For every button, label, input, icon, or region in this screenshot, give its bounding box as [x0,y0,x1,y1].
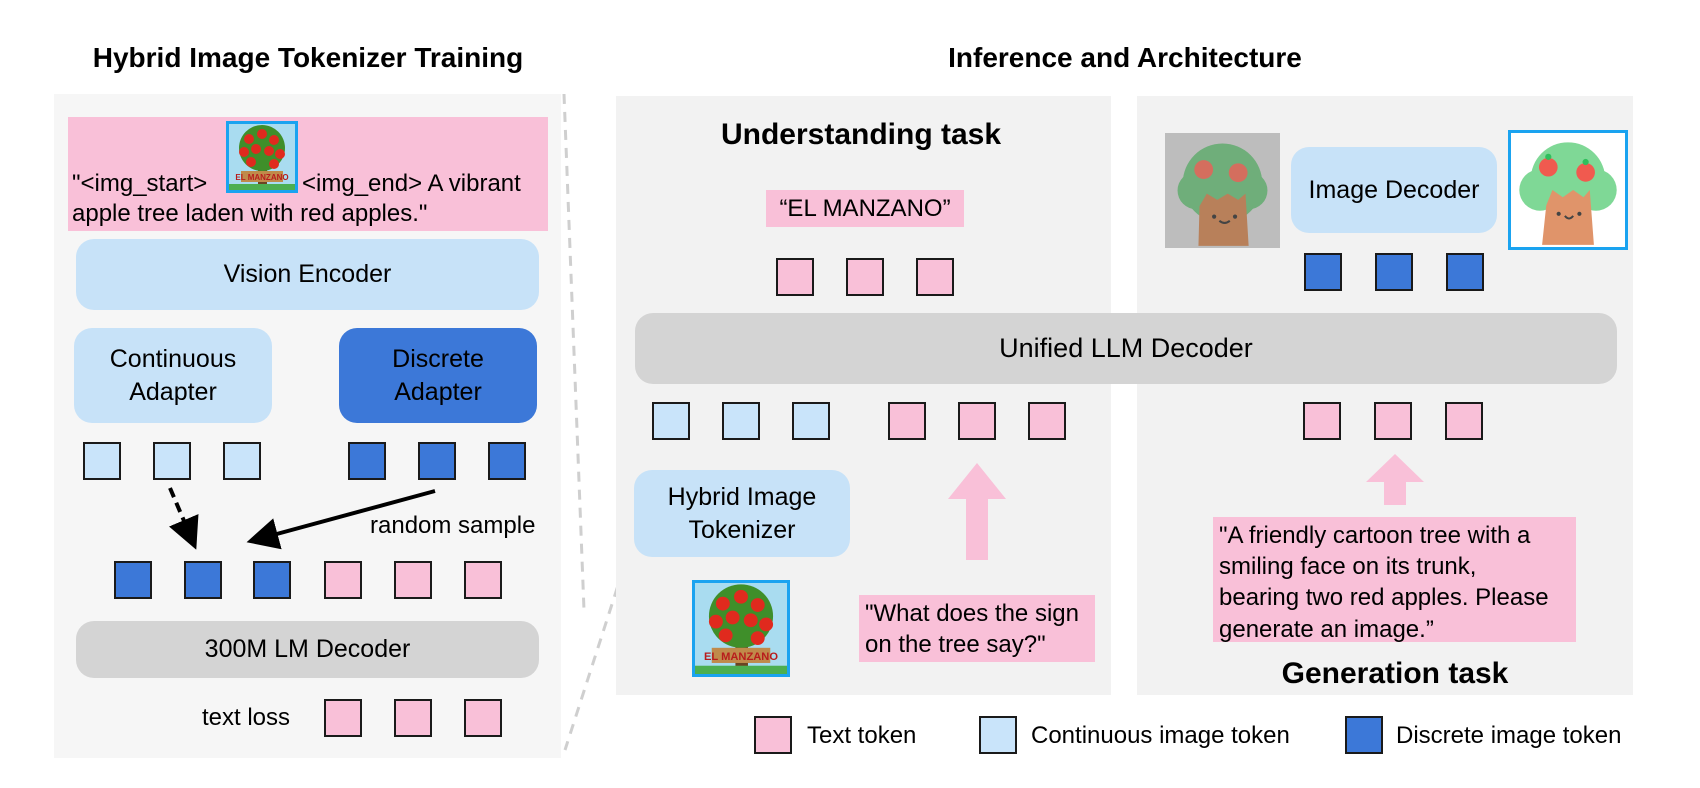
vision-encoder-label: Vision Encoder [223,260,392,289]
text-token [1445,402,1483,440]
dashed-arrow [168,487,199,550]
svg-text:EL MANZANO: EL MANZANO [704,651,778,663]
generation-title: Generation task [1281,657,1509,690]
discrete-adapter-label-2: Adapter [394,377,482,406]
discrete-token [418,442,456,480]
text-token [1374,402,1412,440]
legend-text-token-swatch [754,716,792,754]
text-token [916,258,954,296]
discrete-token [114,561,152,599]
legend-continuous-token-swatch [979,716,1017,754]
text-token [394,561,432,599]
image-decoder: Image Decoder [1291,147,1497,233]
text-token [846,258,884,296]
text-token [394,699,432,737]
text-token [324,699,362,737]
answer-box: “EL MANZANO” [766,190,964,227]
discrete-token [1375,253,1413,291]
question-box: "What does the sign on the tree say?" [859,595,1095,662]
legend-text-token-label: Text token [807,722,917,749]
unified-llm-decoder-label: Unified LLM Decoder [999,332,1253,363]
tokenizer-label-2: Tokenizer [688,515,796,544]
continuous-token [792,402,830,440]
discrete-token [1304,253,1342,291]
understanding-title: Understanding task [720,118,1002,151]
text-token [464,561,502,599]
continuous-token [153,442,191,480]
continuous-token [83,442,121,480]
discrete-token [488,442,526,480]
training-arrows [168,487,436,550]
caption-suffix: <img_end> A vibrant [302,170,521,197]
random-sample-label: random sample [370,512,536,539]
apple-tree-image: EL MANZANO [692,580,790,677]
text-token [776,258,814,296]
noisy-tree-image [1165,133,1280,248]
discrete-token [253,561,291,599]
text-token [324,561,362,599]
legend-discrete-token-label: Discrete image token [1396,722,1622,749]
text-token [888,402,926,440]
continuous-adapter-label-2: Adapter [129,377,217,406]
inference-title: Inference and Architecture [948,42,1302,73]
image-decoder-label: Image Decoder [1308,175,1480,204]
continuous-adapter-label-1: Continuous [109,345,237,373]
text-loss-label: text loss [202,704,291,731]
caption-line2: apple tree laden with red apples." [72,200,428,227]
tokenizer-label-1: Hybrid Image [667,483,817,511]
generation-prompt-box: "A friendly cartoon tree with a smiling … [1213,517,1576,643]
text-token [464,699,502,737]
caption-prefix: "<img_start> [72,170,208,197]
hybrid-image-tokenizer: Hybrid Image Tokenizer [634,470,850,557]
continuous-token [722,402,760,440]
zoom-connector-lines [562,93,625,751]
prompt-line-1: "A friendly cartoon tree with a [1219,522,1531,549]
legend-discrete-token-swatch [1345,716,1383,754]
discrete-token [1446,253,1484,291]
continuous-token [223,442,261,480]
question-line-2: on the tree say?" [865,631,1046,659]
question-line-1: "What does the sign [865,600,1079,627]
random-sample-arrow [246,489,436,550]
training-title: Hybrid Image Tokenizer Training [92,42,524,73]
prompt-line-2: smiling face on its trunk, [1219,553,1477,581]
vision-encoder: Vision Encoder [76,239,539,310]
discrete-token [184,561,222,599]
prompt-line-4: generate an image.” [1219,615,1434,643]
discrete-token [348,442,386,480]
continuous-token [652,402,690,440]
answer-text: “EL MANZANO” [779,194,951,222]
text-token [958,402,996,440]
lm-decoder-label: 300M LM Decoder [204,635,411,664]
cartoon-tree-image [1508,130,1628,250]
up-arrow-icon [1366,454,1424,505]
lm-decoder: 300M LM Decoder [76,621,539,678]
apple-tree-image: EL MANZANO [226,121,298,193]
legend-continuous-token-label: Continuous image token [1031,722,1290,749]
text-token [1028,402,1066,440]
continuous-adapter: Continuous Adapter [74,328,272,423]
up-arrow-icon [948,463,1006,560]
text-token [1303,402,1341,440]
discrete-adapter: Discrete Adapter [339,328,537,423]
discrete-adapter-label-1: Discrete [392,345,484,373]
svg-text:EL MANZANO: EL MANZANO [235,173,288,182]
prompt-line-3: bearing two red apples. Please [1219,584,1549,612]
training-caption-box [68,117,548,231]
unified-llm-decoder: Unified LLM Decoder [635,313,1617,384]
